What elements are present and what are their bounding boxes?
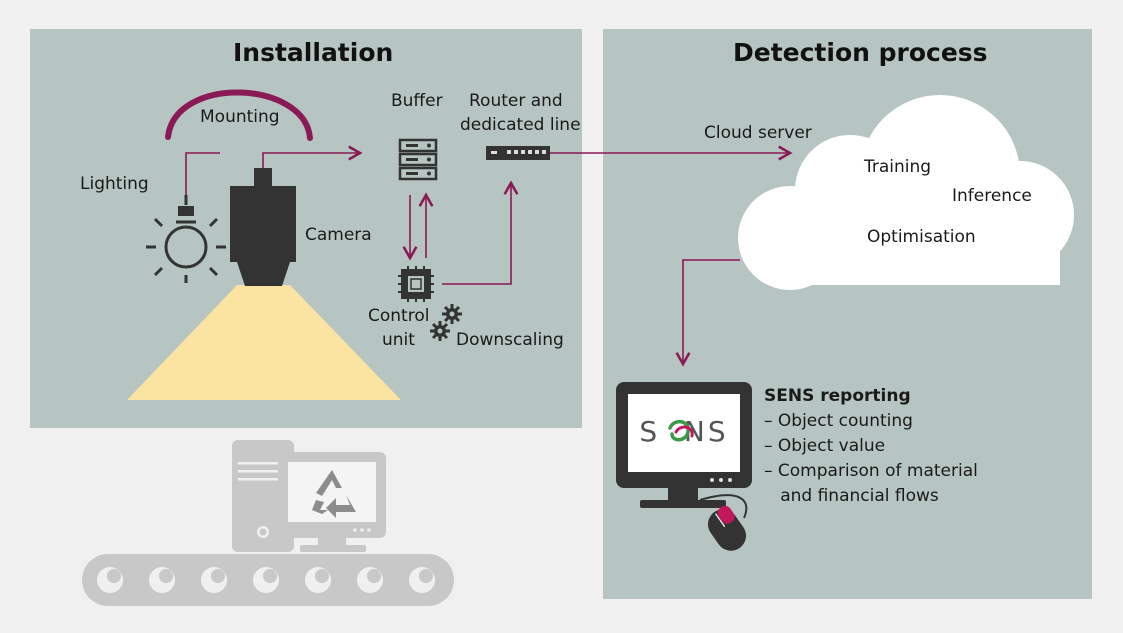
camera-icon xyxy=(230,168,296,286)
cloud-item-optimisation: Optimisation xyxy=(867,227,976,247)
control-label-line1: Control xyxy=(368,306,430,326)
cloud-item-inference: Inference xyxy=(952,186,1032,206)
cloud-item-training: Training xyxy=(864,157,932,177)
router-label-line1: Router and xyxy=(469,91,563,111)
svg-text:S NS: S NS xyxy=(639,415,728,448)
monitor-icon xyxy=(616,382,752,508)
mouse-icon xyxy=(699,494,748,551)
lightbulb-icon xyxy=(146,195,226,283)
camera-label: Camera xyxy=(305,225,372,245)
installation-title: Installation xyxy=(233,38,394,67)
sens-logo: S NS xyxy=(639,415,728,448)
buffer-label: Buffer xyxy=(391,91,443,111)
reporting-item: – Comparison of material xyxy=(764,461,978,481)
downscaling-label: Downscaling xyxy=(456,330,564,350)
lighting-connector xyxy=(185,152,220,195)
reporting-item: – Object value xyxy=(764,436,886,456)
server-icon xyxy=(398,138,438,181)
control-to-router-arrow xyxy=(442,180,519,285)
reporting-item: – Object counting xyxy=(764,411,913,431)
control-label-line2: unit xyxy=(382,330,415,350)
mounting-label: Mounting xyxy=(200,107,280,127)
router-label-line2: dedicated line xyxy=(460,115,581,135)
gear-icon xyxy=(430,304,462,341)
chip-icon xyxy=(398,266,434,302)
recycling-station-icon xyxy=(232,440,386,552)
cloud-to-reporting-arrow xyxy=(675,259,740,367)
router-icon xyxy=(486,146,550,160)
mounting-arc xyxy=(165,89,313,141)
light-beam xyxy=(127,285,401,400)
lighting-label: Lighting xyxy=(80,174,149,194)
reporting-title: SENS reporting xyxy=(764,386,911,406)
detection-title: Detection process xyxy=(733,38,988,67)
cloud-icon xyxy=(738,95,1074,290)
camera-to-buffer-arrow xyxy=(262,145,363,168)
reporting-item: and financial flows xyxy=(764,486,939,506)
recycle-icon xyxy=(312,470,356,518)
conveyor-belt-icon xyxy=(82,554,454,606)
cloud-server-label: Cloud server xyxy=(704,123,812,143)
